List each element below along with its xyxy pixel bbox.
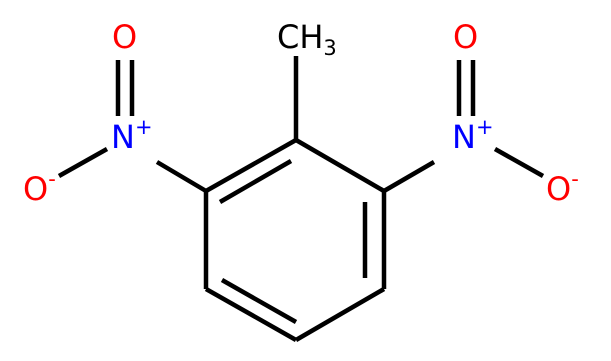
- left-nitro-c-n-bond: [155, 160, 208, 193]
- ring-bond-bottom-left: [204, 287, 298, 342]
- left-oxygen-top-label: O: [112, 18, 137, 56]
- ring-bond-top-left: [204, 138, 298, 193]
- ring-bond-bottom-left-inner: [220, 278, 298, 324]
- right-oxygen-top-label: O: [453, 18, 478, 56]
- ring-bond-bottom-right: [294, 287, 386, 342]
- bonds: [57, 56, 545, 342]
- ring-bond-top-left-inner: [218, 159, 293, 204]
- left-nitrogen-label: N+: [111, 115, 153, 156]
- left-nitro-n-o-single: [57, 147, 109, 178]
- ring-bond-top-right: [294, 138, 386, 193]
- atom-labels: CH3 O N+ O- O N+ O-: [23, 18, 579, 208]
- methyl-label: CH3: [277, 18, 337, 60]
- right-nitrogen-label: N+: [452, 115, 494, 156]
- right-nitro-c-n-bond: [382, 160, 436, 193]
- left-oxygen-bottom-label: O-: [23, 167, 56, 208]
- right-oxygen-bottom-label: O-: [546, 167, 579, 208]
- right-nitro-n-o-single: [493, 147, 545, 178]
